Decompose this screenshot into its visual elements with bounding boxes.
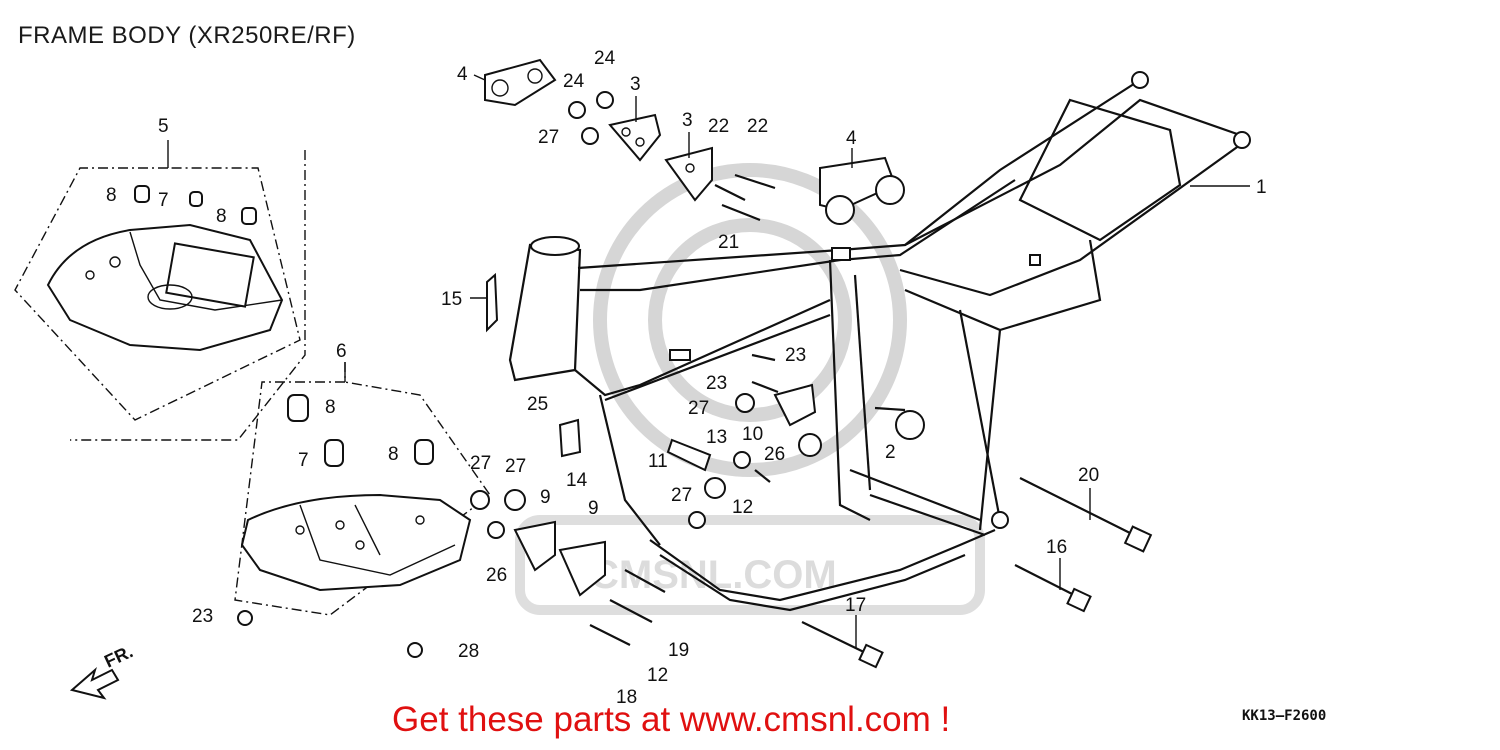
callout-22b: 22 [747,116,768,137]
callout-20: 20 [1078,465,1099,486]
diagram-code: KK13–F2600 [1242,708,1327,724]
callout-8d: 8 [388,444,399,465]
callout-2: 2 [885,442,896,463]
callout-9b: 9 [588,498,599,519]
callout-19: 19 [668,640,689,661]
callout-11: 11 [648,451,668,472]
watermark: CMSNL.COM [515,163,985,615]
callout-5: 5 [158,116,169,137]
callout-12b: 12 [647,665,668,686]
callouts: 1 2 3 3 4 4 5 6 7 7 8 8 8 8 9 9 10 11 12… [106,48,1267,708]
callout-17: 17 [845,595,866,616]
leader-lines [167,74,1250,648]
callout-6: 6 [336,341,347,362]
callout-1: 1 [1256,177,1267,198]
callout-25: 25 [527,394,548,415]
callout-23b: 23 [706,373,727,394]
callout-21: 21 [718,232,739,253]
callout-3a: 3 [630,74,641,95]
callout-27e: 27 [505,456,526,477]
callout-8c: 8 [325,397,336,418]
callout-27c: 27 [671,485,692,506]
callout-13: 13 [706,427,727,448]
brackets-and-hardware [134,58,1153,669]
callout-23a: 23 [785,345,806,366]
callout-28: 28 [458,641,479,662]
callout-8b: 8 [216,206,227,227]
skid-plate-group-6 [234,362,491,616]
callout-23c: 23 [192,606,213,627]
diagram-title: FRAME BODY (XR250RE/RF) [18,22,356,49]
front-arrow-icon: FR. [69,641,136,700]
callout-12a: 12 [732,497,753,518]
callout-27a: 27 [538,127,559,148]
skid-plate-group-5 [14,150,306,441]
callout-27b: 27 [688,398,709,419]
callout-14: 14 [566,470,588,491]
callout-3b: 3 [682,110,693,131]
callout-7a: 7 [158,190,169,211]
callout-9a: 9 [540,487,551,508]
callout-7b: 7 [298,450,309,471]
main-frame-1 [508,71,1251,612]
callout-4b: 4 [846,128,857,149]
callout-10: 10 [742,424,763,445]
callout-8a: 8 [106,185,117,206]
callout-16: 16 [1046,537,1067,558]
callout-24a: 24 [594,48,616,69]
front-label: FR. [101,641,136,671]
callout-27d: 27 [470,453,491,474]
callout-22a: 22 [708,116,729,137]
callout-18: 18 [616,687,637,708]
callout-26a: 26 [764,444,785,465]
callout-24b: 24 [563,71,585,92]
promo-link[interactable]: Get these parts at www.cmsnl.com ! [392,700,951,739]
callout-26b: 26 [486,565,507,586]
callout-15: 15 [441,289,462,310]
callout-4a: 4 [457,64,468,85]
